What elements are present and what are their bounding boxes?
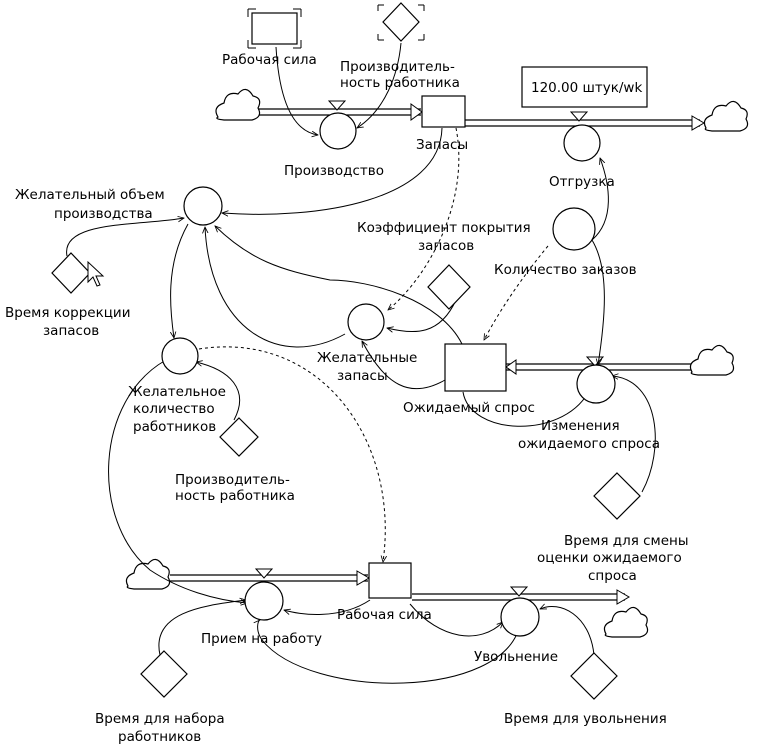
label-correction-time-2: запасов <box>43 323 99 339</box>
aux-shipment[interactable] <box>563 124 601 162</box>
label-production: Производство <box>284 163 384 179</box>
label-firing: Увольнение <box>474 649 558 665</box>
label-workforce: Рабочая сила <box>337 607 432 623</box>
aux-desired-workers[interactable] <box>161 337 199 375</box>
production-flow-pipe <box>252 100 423 121</box>
aux-desired-production[interactable] <box>183 186 223 226</box>
const-fire-time[interactable] <box>570 652 618 700</box>
label-demand-change-2: ожидаемого спроса <box>518 436 660 452</box>
cloud-icon-source-production <box>215 88 261 121</box>
const-adjust-time[interactable] <box>593 472 641 520</box>
label-orders: Количество заказов <box>494 262 637 278</box>
label-inventory: Запасы <box>416 137 468 153</box>
const-productivity-2[interactable] <box>219 417 259 457</box>
shipment-value-box <box>521 66 648 108</box>
cloud-icon-source-demand <box>689 344 735 376</box>
mouse-cursor-icon <box>87 260 105 287</box>
label-desired-workers-2: количество <box>133 401 215 417</box>
label-demand-change-1: Изменения <box>541 418 620 434</box>
label-productivity2-2: ность работника <box>175 488 295 504</box>
stock-expected-demand[interactable] <box>444 343 507 392</box>
label-hiring: Прием на работу <box>201 631 322 647</box>
label-productivity2-1: Производитель- <box>175 472 290 488</box>
hiring-flow-pipe <box>170 568 370 586</box>
shadow-constant-productivity[interactable] <box>377 2 425 42</box>
aux-orders[interactable] <box>552 207 596 251</box>
shipment-value-text: 120.00 штук/wk <box>531 80 642 96</box>
cloud-icon-source-hiring <box>125 558 171 590</box>
label-adjust-time-1: Время для смены <box>564 533 689 549</box>
label-hire-time-2: работников <box>118 729 201 745</box>
const-correction-time[interactable] <box>51 252 91 294</box>
label-labor-shadow: Рабочая сила <box>222 52 317 68</box>
aux-hiring[interactable] <box>244 581 284 621</box>
label-productivity-shadow-1: Производитель- <box>340 59 455 75</box>
aux-desired-inventory[interactable] <box>347 303 385 341</box>
label-desired-production-2: производства <box>54 206 153 222</box>
label-expected-demand: Ожидаемый спрос <box>403 400 535 416</box>
aux-firing[interactable] <box>500 597 540 637</box>
stock-inventory[interactable] <box>421 95 466 128</box>
label-adjust-time-3: спроса <box>588 568 637 584</box>
label-coverage-1: Коэффициент покрытия <box>357 220 531 236</box>
stock-workforce[interactable] <box>368 562 412 599</box>
aux-production[interactable] <box>319 112 357 150</box>
label-productivity-shadow-2: ность работника <box>340 75 460 91</box>
label-desired-inventory-2: запасы <box>337 368 388 384</box>
label-desired-production-1: Желательный объем <box>15 187 165 203</box>
shadow-stock-labor[interactable] <box>247 8 302 49</box>
cloud-icon-sink-firing <box>603 606 649 638</box>
label-fire-time: Время для увольнения <box>504 711 667 727</box>
cloud-icon-sink-shipment <box>703 100 749 132</box>
influence-links <box>66 42 656 684</box>
label-hire-time-1: Время для набора <box>95 711 225 727</box>
label-coverage-2: запасов <box>418 238 474 254</box>
label-correction-time-1: Время коррекции <box>5 305 130 321</box>
label-desired-workers-1: Желательное <box>128 384 226 400</box>
shipment-flow-pipe <box>465 111 705 131</box>
label-adjust-time-2: оценки ожидаемого <box>537 550 682 566</box>
aux-demand-change[interactable] <box>576 364 616 404</box>
label-desired-inventory-1: Желательные <box>317 350 417 366</box>
const-hire-time[interactable] <box>140 650 188 698</box>
const-coverage[interactable] <box>427 264 471 310</box>
label-desired-workers-3: работников <box>133 419 216 435</box>
label-shipment: Отгрузка <box>549 174 615 190</box>
